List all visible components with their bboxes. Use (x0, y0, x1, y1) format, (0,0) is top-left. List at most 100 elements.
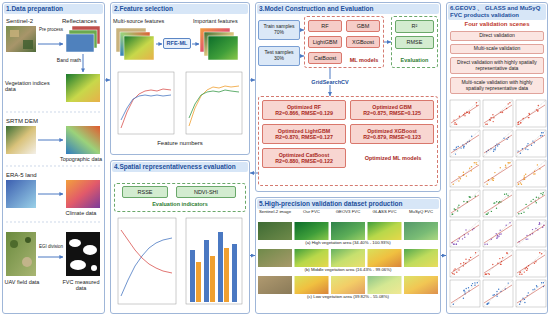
model-box: LightGBM (308, 36, 342, 48)
label-slot: ERA-5 land (6, 172, 46, 179)
group-title: Evaluation (401, 57, 429, 63)
scatter-dot (500, 233, 501, 234)
scatter-dot (517, 150, 518, 151)
scatter-dot (465, 229, 466, 230)
scatter-dot (500, 167, 501, 168)
one-to-one-line (483, 280, 513, 307)
one-to-one-line (450, 190, 480, 217)
scatter-dot (520, 122, 521, 123)
fit-line (451, 135, 479, 153)
map-patch (91, 265, 97, 271)
fit-line (484, 135, 512, 153)
chart-bar (196, 262, 201, 302)
sentinel-image (258, 249, 292, 267)
one-to-one-line (483, 160, 513, 187)
scatter-frame (450, 190, 480, 217)
scatter-dot (536, 197, 537, 198)
scatter-dot (463, 290, 464, 291)
label-text: (b) Middle vegetation area (16.43% - 99.… (258, 268, 438, 273)
chart-line (121, 95, 171, 120)
scatter-frame (450, 160, 480, 187)
scatter-dot (493, 203, 494, 204)
scatter-dot (469, 112, 470, 113)
scatter-dot (506, 253, 507, 254)
scatter-dot (464, 237, 465, 238)
scatter-dot (453, 184, 454, 185)
fvc-map (404, 249, 438, 267)
label-slot: Pre process (37, 27, 65, 32)
scatter-dot (519, 272, 520, 273)
fit-line (451, 255, 479, 273)
scatter-dot (540, 193, 541, 194)
scatter-dot (525, 148, 526, 149)
scatter-dot (498, 289, 499, 290)
image-patch (23, 40, 33, 49)
sentinel-image (258, 276, 292, 294)
one-to-one-line (483, 250, 513, 277)
scatter-dot (453, 244, 454, 245)
scatter-dot (496, 238, 497, 239)
metric-box: R² (395, 20, 434, 33)
scatter-dot (521, 184, 522, 185)
fvc-map (331, 249, 365, 267)
scatter-dot (508, 103, 509, 104)
fit-line (517, 255, 545, 273)
scatter-dot (533, 199, 534, 200)
scatter-dot (521, 274, 522, 275)
scatter-dot (524, 271, 525, 272)
panel-heading: 6.GEOV3 、 GLASS and MuSyQ FVC products v… (448, 4, 546, 20)
scatter-dot (454, 124, 455, 125)
label-slot: Band math (50, 58, 81, 64)
scatter-frame (516, 130, 546, 157)
scatter-dot (523, 212, 524, 213)
box-text: XGBoost (352, 39, 374, 45)
label-text: Reflectances (62, 18, 104, 25)
box-text: Optimized XGBoost (367, 128, 417, 134)
scatter-dot (470, 196, 471, 197)
fvc-map (295, 276, 329, 294)
box-text: Direct validation (479, 33, 515, 39)
scatter-dot (454, 268, 455, 269)
scatter-dot (535, 228, 536, 229)
scatter-dot (466, 175, 467, 176)
scatter-dot (542, 194, 543, 195)
fit-line (517, 195, 545, 213)
image-patch (10, 30, 19, 37)
label-slot: Reflectances (62, 18, 104, 25)
scatter-dot (500, 264, 501, 265)
scatter-frame (516, 250, 546, 277)
scatter-dot (465, 259, 466, 260)
scatter-dot (487, 184, 488, 185)
scatter-dot (507, 162, 508, 163)
panel-heading: 4.Spatial representativeness evaluation (112, 162, 248, 172)
box-text: GBM (357, 23, 370, 29)
scatter-dot (493, 178, 494, 179)
divider (6, 222, 101, 223)
scatter-dot (506, 252, 507, 253)
fit-line (484, 255, 512, 273)
label-slot: Topographic data (58, 156, 104, 162)
optimized-model-box: Optimized XGBoostR2=0.879, RMSE=0.123 (350, 124, 434, 144)
box-text: CatBoost (314, 55, 337, 61)
label-text: FVC measured data (58, 279, 104, 291)
chart-frame (186, 218, 242, 304)
scatter-dot (488, 212, 489, 213)
scatter-dot (500, 230, 501, 231)
scatter-dot (497, 236, 498, 237)
label-slot: FVC measured data (58, 279, 104, 291)
band-image (66, 34, 94, 52)
label-text: SRTM DEM (6, 118, 46, 125)
scatter-dot (524, 179, 525, 180)
map-patch (83, 245, 97, 255)
scatter-dot (453, 149, 454, 150)
scatter-dot (496, 291, 497, 292)
group-title-slot: Evaluation indicators (116, 199, 244, 210)
scatter-dot (533, 173, 534, 174)
scatter-dot (458, 180, 459, 181)
scatter-dot (487, 303, 488, 304)
scatter-dot (527, 149, 528, 150)
scatter-dot (517, 124, 518, 125)
scatter-frame (450, 250, 480, 277)
scatter-dot (452, 273, 453, 274)
